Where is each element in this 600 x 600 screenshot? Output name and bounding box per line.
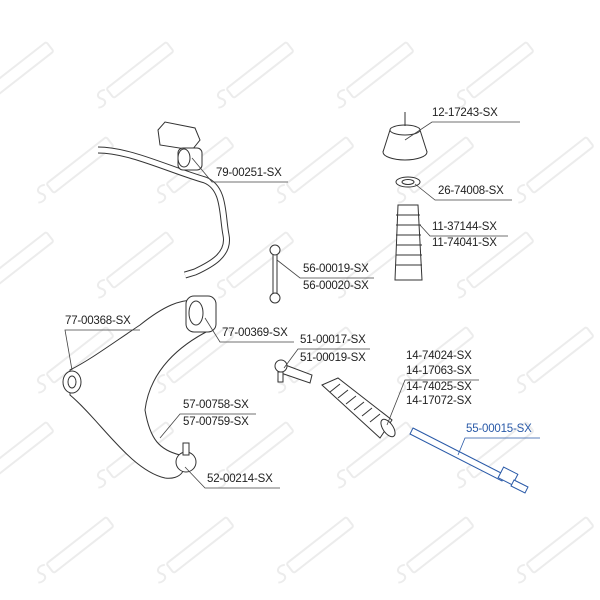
watermark-logo <box>516 516 594 584</box>
watermark-logo <box>0 41 54 99</box>
part-label-stabilizer-link-2[interactable]: 56-00020-SX <box>303 280 369 292</box>
watermark-logo <box>336 41 414 109</box>
watermark-logo <box>456 421 534 489</box>
part-label-strut-boot-2[interactable]: 11-74041-SX <box>432 237 497 249</box>
part-label-control-arm-2[interactable]: 57-00759-SX <box>183 416 249 428</box>
inner-tie-rod-drawing <box>409 427 529 494</box>
stabilizer-bar <box>97 146 230 279</box>
watermark-logo <box>516 326 594 394</box>
watermark-logo <box>156 326 234 394</box>
part-label-inner-tie-rod[interactable]: 55-00015-SX <box>466 423 532 435</box>
part-label-steering-boot-4[interactable]: 14-17072-SX <box>406 395 472 407</box>
watermark-logo <box>276 516 354 584</box>
watermark-logo <box>336 421 414 489</box>
part-label-strut-boot-1[interactable]: 11-37144-SX <box>432 221 497 233</box>
part-label-tie-rod-end-1[interactable]: 51-00017-SX <box>300 334 366 346</box>
part-label-steering-boot-2[interactable]: 14-17063-SX <box>406 365 472 377</box>
stabilizer-link-drawing <box>269 244 281 304</box>
watermark-logo <box>396 516 474 584</box>
part-label-tie-rod-end-2[interactable]: 51-00019-SX <box>300 352 366 364</box>
part-label-control-arm-bushing-rear[interactable]: 77-00369-SX <box>222 327 288 339</box>
watermark-logo <box>396 136 474 204</box>
watermark-logo <box>0 421 54 479</box>
watermark-logo <box>36 516 114 584</box>
strut-boot-drawing <box>394 204 423 281</box>
tie-rod-end-drawing <box>274 359 313 384</box>
steering-boot-drawing <box>321 377 396 439</box>
part-label-strut-mount[interactable]: 12-17243-SX <box>432 107 498 119</box>
part-label-steering-boot-1[interactable]: 14-74024-SX <box>406 350 472 362</box>
part-label-ball-joint[interactable]: 52-00214-SX <box>207 473 273 485</box>
watermark-logo <box>96 231 174 299</box>
part-label-stabilizer-bushing[interactable]: 79-00251-SX <box>216 167 282 179</box>
watermark-logo <box>456 231 534 299</box>
part-label-stabilizer-link-1[interactable]: 56-00019-SX <box>303 263 369 275</box>
watermark-logo <box>96 41 174 109</box>
watermark-logo <box>36 326 114 394</box>
watermark-logo <box>516 136 594 204</box>
strut-mount-drawing <box>382 112 428 161</box>
watermark-logo <box>396 326 474 394</box>
watermark-logo <box>216 421 294 489</box>
watermark-logo <box>0 231 54 289</box>
leader-lines <box>64 121 540 489</box>
part-label-control-arm-1[interactable]: 57-00758-SX <box>183 399 249 411</box>
watermark-logo <box>36 136 114 204</box>
watermark-logo <box>456 41 534 109</box>
strut-bearing-drawing <box>395 176 421 188</box>
part-label-strut-bearing[interactable]: 26-74008-SX <box>438 185 504 197</box>
watermark-logo <box>156 516 234 584</box>
watermark-logo <box>216 231 294 299</box>
part-label-control-arm-bushing-front[interactable]: 77-00368-SX <box>65 315 131 327</box>
part-label-steering-boot-3[interactable]: 14-74025-SX <box>406 381 472 393</box>
stabilizer-bushing-drawing <box>157 121 203 171</box>
watermark-logo <box>216 41 294 109</box>
watermark-logo <box>276 136 354 204</box>
